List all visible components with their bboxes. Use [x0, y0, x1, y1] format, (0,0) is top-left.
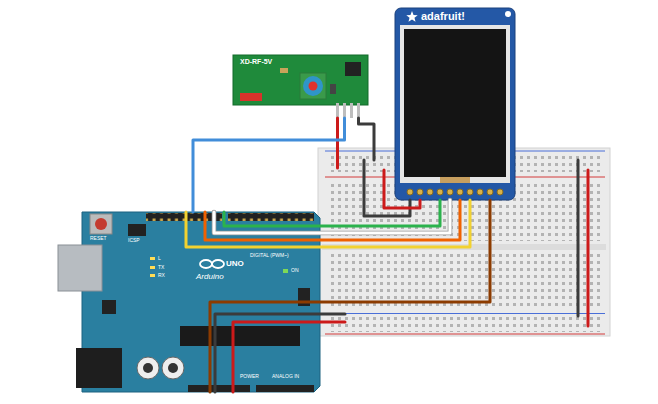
- power-wire: [233, 322, 345, 392]
- led: [283, 269, 288, 273]
- module-label: XD-RF-5V: [240, 58, 272, 65]
- capacitor-top: [143, 363, 153, 373]
- header-pad: [427, 189, 433, 195]
- jumper-wire: [193, 118, 345, 212]
- power-rail-holes: [330, 316, 600, 332]
- coil-core: [309, 82, 318, 91]
- header-holes: [146, 213, 222, 221]
- arduino-logo: [200, 260, 212, 268]
- breadboard-channel: [322, 244, 606, 250]
- resistor: [280, 68, 288, 73]
- jumper-wire: [224, 200, 440, 226]
- led-label: RX: [158, 273, 165, 278]
- ground-wire: [359, 118, 375, 160]
- brand-label: Arduino: [196, 273, 224, 281]
- power-wire: [384, 170, 420, 208]
- inductor-coil: [303, 76, 323, 96]
- ground-wire: [577, 160, 580, 316]
- voltage-regulator: [102, 300, 116, 314]
- tft-display-art: [395, 8, 515, 200]
- mounting-hole: [505, 11, 511, 17]
- art-group: [233, 55, 368, 118]
- digital-header: [146, 213, 222, 221]
- adafruit-star: [406, 11, 417, 22]
- header-label: POWER: [240, 374, 259, 379]
- header-holes: [228, 213, 314, 221]
- brand-label: adafruit!: [421, 11, 465, 22]
- icsp2-header: [298, 288, 310, 306]
- terminal-holes: [330, 253, 600, 310]
- power-wire: [336, 118, 339, 168]
- header-pin: [350, 103, 353, 118]
- art-group: [58, 212, 320, 392]
- header-pad: [447, 189, 453, 195]
- header-pad: [497, 189, 503, 195]
- button-label: RESET: [90, 236, 107, 241]
- led-label: L: [158, 256, 161, 261]
- connector-layer: [186, 118, 490, 392]
- wire-outline: [214, 200, 450, 233]
- tft-screen: [404, 29, 506, 177]
- header-pad: [487, 189, 493, 195]
- reset-button: [90, 214, 112, 234]
- rf-receiver-module: XD-RF-5V: [233, 55, 368, 118]
- header-pad: [417, 189, 423, 195]
- transistor: [330, 84, 336, 94]
- header-pin: [336, 103, 339, 118]
- digital-header: [228, 213, 314, 221]
- led: [150, 257, 155, 260]
- header-pad: [437, 189, 443, 195]
- tft-board: [395, 8, 515, 200]
- rail-line-red: [325, 334, 605, 335]
- led: [150, 274, 155, 277]
- tft-display: adafruit!: [395, 8, 515, 200]
- header-pin: [357, 103, 360, 118]
- jumper-wire: [205, 200, 460, 240]
- reset-cap: [95, 218, 107, 230]
- arduino-logo: [212, 260, 224, 268]
- header-label: ICSP: [128, 238, 140, 243]
- capacitor: [137, 357, 159, 379]
- capacitor: [162, 357, 184, 379]
- header-label: ANALOG IN: [272, 374, 299, 379]
- analog-header: [256, 385, 314, 392]
- power-header: [188, 385, 250, 392]
- coil-pad: [300, 73, 326, 99]
- header-pad: [407, 189, 413, 195]
- capacitor-top: [168, 363, 178, 373]
- jumper-wire: [210, 200, 490, 392]
- led-label: TX: [158, 265, 164, 270]
- power-jack: [76, 348, 122, 388]
- ic-chip: [345, 62, 361, 76]
- jumper-wire: [186, 200, 470, 247]
- capacitor: [240, 93, 262, 101]
- model-label: UNO: [226, 260, 244, 268]
- usb-connector: [58, 245, 102, 291]
- rail-line-blue: [325, 313, 605, 314]
- flex-cable: [440, 177, 470, 183]
- header-label: DIGITAL (PWM~): [250, 253, 289, 258]
- header-pad: [467, 189, 473, 195]
- icsp-header: [128, 224, 146, 236]
- screen-frame: [400, 25, 510, 183]
- rf-board: [233, 55, 368, 105]
- art-group: [395, 8, 515, 200]
- jumper-wire: [214, 200, 450, 233]
- led-label: ON: [291, 268, 299, 273]
- led: [150, 266, 155, 269]
- header-pad: [477, 189, 483, 195]
- power-wire: [587, 170, 590, 326]
- ground-wire: [364, 160, 410, 216]
- header-pin: [343, 103, 346, 118]
- layout-wires: [215, 118, 588, 392]
- ground-wire: [215, 314, 345, 392]
- arduino-uno: RESET ICSP DIGITAL (PWM~) L TX RX UNOArduino ON…: [56, 212, 322, 392]
- atmega-chip: [180, 326, 300, 346]
- header-pad: [457, 189, 463, 195]
